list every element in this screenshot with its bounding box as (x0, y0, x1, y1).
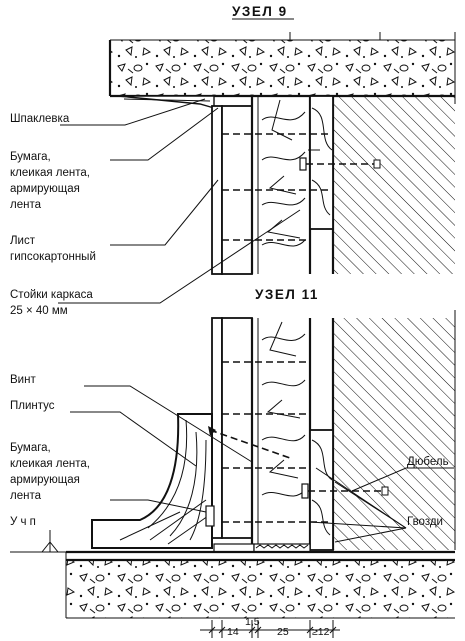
insulation-upper (261, 111, 306, 247)
label-floor-level: У ч п (10, 516, 36, 528)
floor-slab (66, 560, 455, 618)
node-9-detail (108, 32, 456, 275)
label-paper-tape-2-line4: лента (10, 490, 42, 502)
dimension-25: 25 (277, 626, 289, 638)
label-paper-tape-1-line3: армирующая (10, 183, 80, 195)
dowel-head-upper (299, 157, 307, 171)
label-paper-tape-1-line2: клеикая лента, (10, 167, 90, 179)
screw (209, 429, 291, 459)
dowel-head-lower (301, 483, 309, 499)
floor-board-strip (213, 543, 255, 553)
title-node-11: УЗЕЛ 11 (255, 287, 319, 302)
label-screw: Винт (10, 374, 36, 386)
ceiling-slab (110, 40, 455, 96)
dimension-line (200, 620, 340, 638)
nailer-strip-lower (309, 429, 334, 551)
title-node-9: УЗЕЛ 9 (232, 4, 288, 19)
insulation-lower (261, 333, 306, 497)
label-nails: Гвозди (407, 516, 443, 528)
brick-wall-lower (333, 318, 455, 550)
label-frame-studs-line2: 25 × 40 мм (10, 305, 68, 317)
label-baseboard: Плинтус (10, 400, 55, 412)
label-gypsum-line1: Лист (10, 235, 36, 247)
dimension-min-12: ≥12 (312, 626, 330, 638)
dimension-1-5: 1,5 (245, 616, 260, 628)
gypsum-board-upper (211, 105, 223, 275)
putty-fillet (117, 95, 215, 109)
label-frame-studs-line1: Стойки каркаса (10, 289, 93, 301)
brick-wall-upper (333, 96, 455, 274)
leader-lines (10, 98, 454, 553)
label-paper-tape-1-line4: лента (10, 199, 42, 211)
dimension-14: 14 (227, 626, 239, 638)
label-paper-tape-2-line1: Бумага, (10, 442, 51, 454)
label-paper-tape-2-line3: армирующая (10, 474, 80, 486)
label-paper-tape-1-line1: Бумага, (10, 151, 51, 163)
label-paper-tape-2-line2: клеикая лента, (10, 458, 90, 470)
node-11-detail (65, 310, 456, 619)
label-gypsum-line2: гипсокартонный (10, 251, 96, 263)
gypsum-board-lower (211, 317, 223, 539)
frame-stud-lower (221, 317, 253, 539)
label-putty: Шпаклевка (10, 113, 70, 125)
baseboard (91, 413, 213, 549)
nailer-strip-upper (309, 95, 334, 230)
label-dowel: Дюбель (407, 456, 449, 468)
